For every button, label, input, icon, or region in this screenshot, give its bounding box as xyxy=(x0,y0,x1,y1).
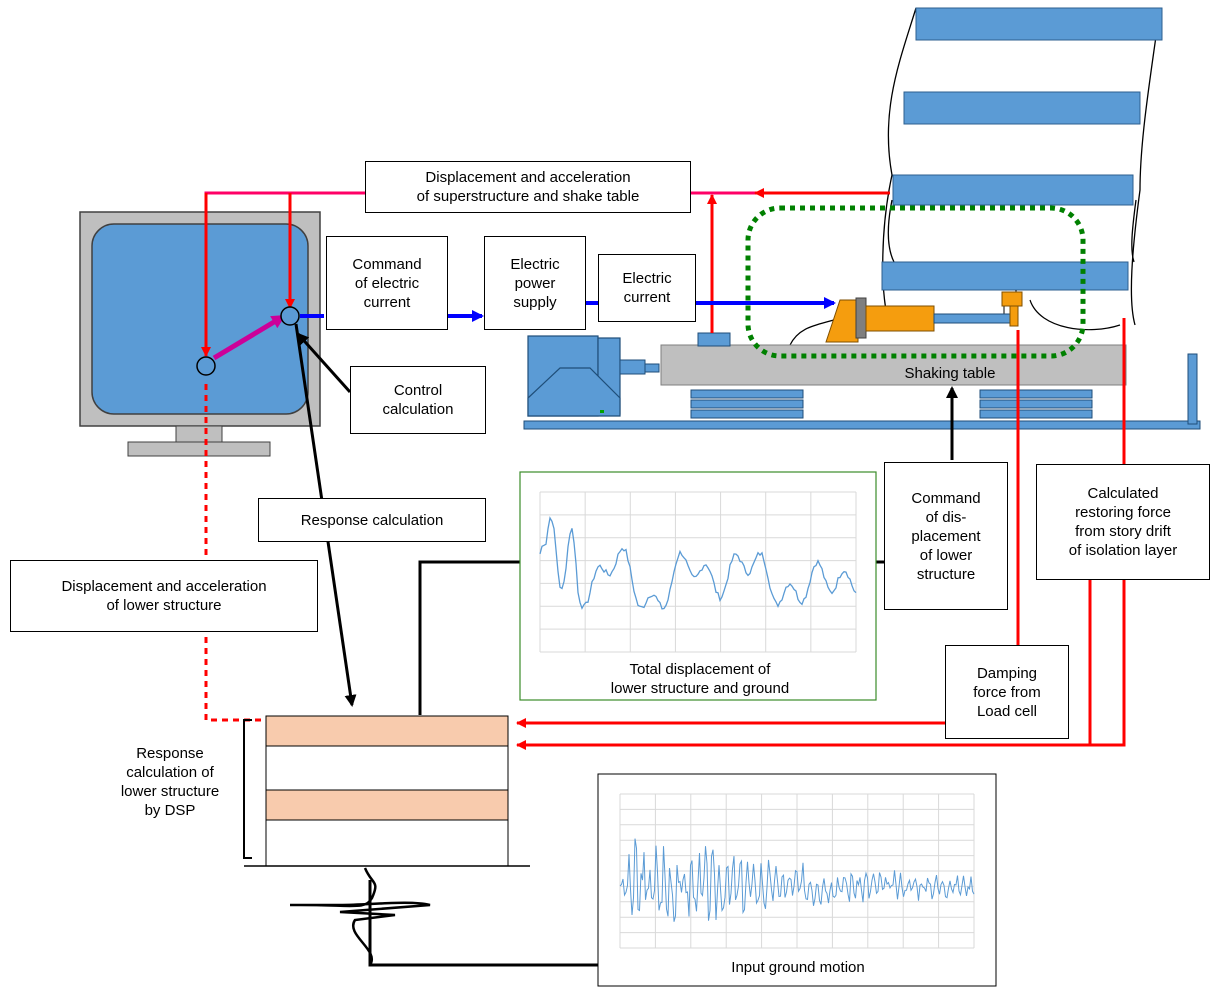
label-shaking-table: Shaking table xyxy=(904,365,996,382)
total-displacement-chart-frame xyxy=(519,471,877,701)
total-displacement-grid xyxy=(539,491,857,653)
lower-structure-model xyxy=(243,715,530,867)
ground-wave-icon xyxy=(290,867,431,966)
input-motion-waveform xyxy=(619,838,975,922)
label-dsp-calculation: Response calculation of lower structure … xyxy=(120,745,220,819)
control-arrow xyxy=(212,313,286,361)
label-response-calculation: Response calculation xyxy=(258,498,486,542)
label-damping-force: Damping force from Load cell xyxy=(945,645,1069,739)
label-disp-accel-super: Displacement and acceleration of superst… xyxy=(365,161,691,213)
label-electric-current: Electric current xyxy=(598,254,696,322)
label-restoring-force: Calculated restoring force from story dr… xyxy=(1036,464,1210,580)
total-displacement-chart-title: Total displacement of lower structure an… xyxy=(610,661,790,697)
input-motion-grid xyxy=(619,793,975,949)
total-displacement-waveform xyxy=(539,516,857,610)
label-disp-accel-lower: Displacement and acceleration of lower s… xyxy=(10,560,318,632)
label-power-supply: Electric power supply xyxy=(484,236,586,330)
oil-damper xyxy=(825,291,1023,343)
label-command-current: Command of electric current xyxy=(326,236,448,330)
isolation-layer-region xyxy=(745,205,1086,359)
label-command-displacement: Command of dis- placement of lower struc… xyxy=(884,462,1008,610)
shaking-table-assembly xyxy=(523,332,1201,430)
superstructure-building xyxy=(789,7,1163,346)
input-motion-chart-title: Input ground motion xyxy=(731,959,865,976)
computer-node-right xyxy=(280,306,300,326)
measurement-paths xyxy=(201,188,1126,750)
computer-node-left xyxy=(196,356,216,376)
label-control-calculation: Control calculation xyxy=(350,366,486,434)
computer-monitor xyxy=(79,211,321,457)
